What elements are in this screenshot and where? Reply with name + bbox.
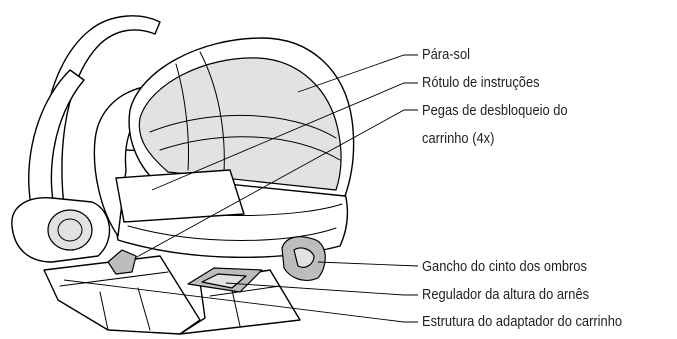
leader-para-sol bbox=[297, 54, 418, 93]
leader-regulador bbox=[225, 282, 418, 296]
leader-gancho bbox=[317, 261, 419, 267]
sunshade-panel bbox=[138, 57, 342, 191]
label-estrutura-adaptador: Estrutura do adaptador do carrinho bbox=[422, 313, 623, 330]
leader-estrutura bbox=[63, 279, 418, 323]
label-para-sol: Pára-sol bbox=[422, 46, 471, 63]
stroller-release-handle bbox=[107, 249, 137, 275]
label-rotulo-instrucoes: Rótulo de instruções bbox=[422, 74, 540, 91]
leader-rotulo bbox=[151, 82, 418, 191]
leader-pegas bbox=[134, 109, 418, 259]
leader-lines bbox=[63, 54, 419, 323]
label-regulador-arnes: Regulador da altura do arnês bbox=[422, 286, 590, 303]
label-pegas-desbloqueio-line1: Pegas de desbloqueio do bbox=[422, 102, 568, 119]
carry-handle-front bbox=[28, 69, 85, 225]
label-pegas-desbloqueio-line2: carrinho (4x) bbox=[422, 130, 495, 147]
label-gancho-cinto: Gancho do cinto dos ombros bbox=[422, 258, 587, 275]
